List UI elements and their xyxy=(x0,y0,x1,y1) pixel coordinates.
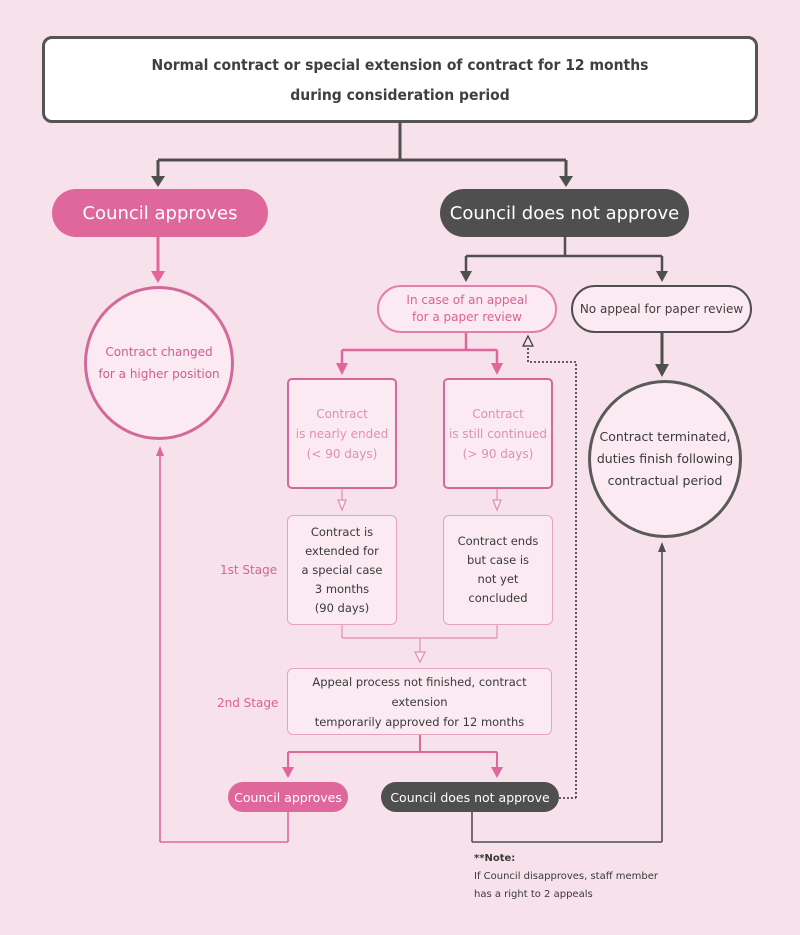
arrow-head xyxy=(492,499,502,512)
note-line-1: If Council disapproves, staff member xyxy=(474,871,659,882)
arrow-head xyxy=(336,363,348,375)
title-line-2: during consideration period xyxy=(290,85,510,104)
contract-changed-node: Contract changed for a higher position xyxy=(84,286,234,440)
note-heading: **Note: xyxy=(474,853,516,864)
stage-1-contract-ends-node: Contract ends but case is not yet conclu… xyxy=(443,515,553,625)
note-line-2: has a right to 2 appeals xyxy=(474,889,593,900)
footnote: **Note: If Council disapproves, staff me… xyxy=(474,850,658,904)
arrow-head xyxy=(658,542,666,552)
arrow-head xyxy=(460,271,472,282)
title-line-1: Normal contract or special extension of … xyxy=(151,55,649,74)
arrow-head xyxy=(151,271,165,283)
contract-still-continued-node: Contract is still continued (> 90 days) xyxy=(443,378,553,489)
arrow-head xyxy=(151,176,165,187)
contract-nearly-ended-node: Contract is nearly ended (< 90 days) xyxy=(287,378,397,489)
council-not-approve-node: Council does not approve xyxy=(440,189,689,237)
final-council-approves-node: Council approves xyxy=(228,782,348,812)
arrow-head xyxy=(656,271,668,282)
stage-1-extended-node: Contract is extended for a special case … xyxy=(287,515,397,625)
arrow-head xyxy=(282,767,294,778)
page-title: Normal contract or special extension of … xyxy=(42,36,758,123)
arrow-head xyxy=(491,363,503,375)
appeal-node: In case of an appeal for a paper review xyxy=(377,285,557,333)
council-approves-node: Council approves xyxy=(52,189,268,237)
stage-2-node: Appeal process not finished, contract ex… xyxy=(287,668,552,735)
contract-terminated-node: Contract terminated, duties finish follo… xyxy=(588,380,742,538)
arrow-head xyxy=(491,767,503,778)
arrow-head xyxy=(414,651,426,664)
arrow-head xyxy=(522,334,534,347)
stage-1-label: 1st Stage xyxy=(220,563,278,577)
title-connector xyxy=(156,123,568,176)
no-appeal-node: No appeal for paper review xyxy=(571,285,752,333)
arrow-head xyxy=(337,499,347,512)
stage-2-label: 2nd Stage xyxy=(217,696,279,710)
arrow-head xyxy=(559,176,573,187)
arrow-head xyxy=(655,364,669,377)
arrow-head xyxy=(156,446,164,456)
final-council-not-approve-node: Council does not approve xyxy=(381,782,559,812)
